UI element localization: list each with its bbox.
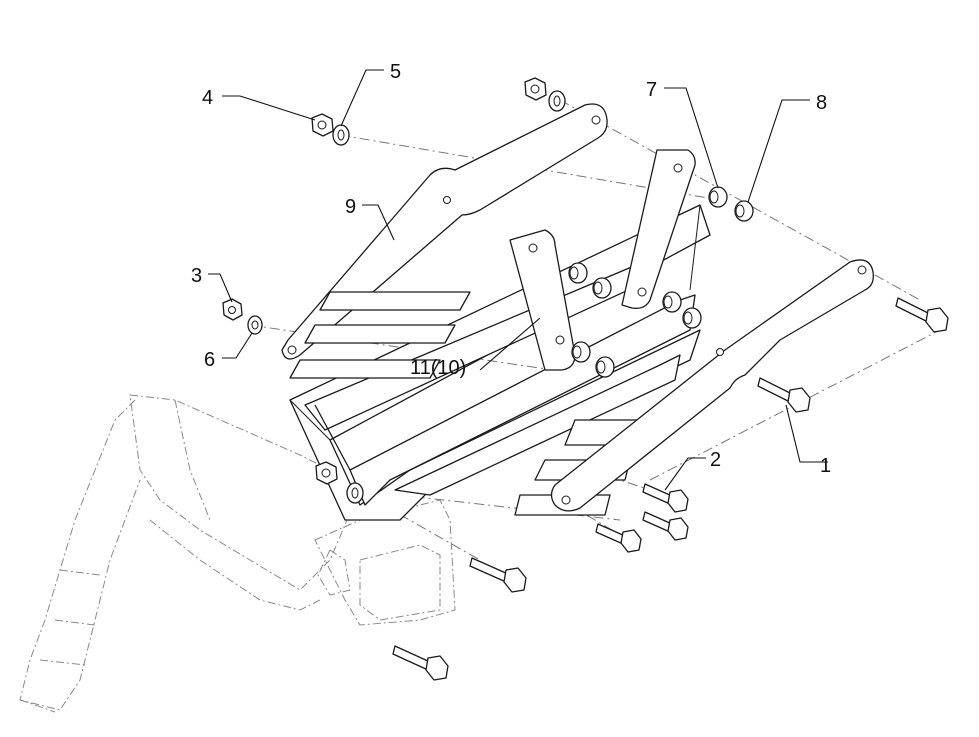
hex-bolt bbox=[895, 297, 949, 333]
hex-bolt bbox=[595, 523, 642, 553]
sleeve bbox=[592, 277, 612, 299]
callout-3: 3 bbox=[191, 265, 202, 287]
bracket-arm-right bbox=[550, 259, 874, 512]
washer bbox=[548, 90, 566, 112]
bolts bbox=[392, 297, 949, 681]
hex-nut bbox=[524, 77, 547, 101]
sleeve bbox=[568, 262, 588, 284]
callout-6: 6 bbox=[204, 349, 215, 371]
washer bbox=[247, 315, 263, 335]
callout-1: 1 bbox=[820, 455, 831, 477]
hex-bolt bbox=[469, 557, 527, 593]
sleeve bbox=[595, 356, 615, 378]
hex-bolt bbox=[392, 645, 449, 681]
hex-bolt bbox=[642, 511, 689, 541]
washer bbox=[332, 124, 350, 146]
spacer-sleeves bbox=[568, 186, 754, 378]
phantom-frame-outline bbox=[19, 394, 456, 713]
sleeve bbox=[682, 307, 702, 329]
sleeve bbox=[662, 291, 682, 313]
hex-bolt bbox=[642, 483, 689, 513]
callout-8: 8 bbox=[816, 92, 827, 114]
callout-labels: 1 2 3 4 5 6 7 8 9 11(10) bbox=[191, 61, 831, 477]
leader-lines bbox=[208, 69, 828, 491]
callout-7: 7 bbox=[646, 79, 657, 101]
sleeve bbox=[571, 341, 591, 363]
callout-2: 2 bbox=[710, 449, 721, 471]
sleeve bbox=[734, 200, 754, 222]
washer bbox=[346, 482, 364, 504]
callout-4: 4 bbox=[202, 87, 213, 109]
hex-nut bbox=[222, 298, 243, 321]
hex-nut bbox=[315, 461, 338, 485]
sleeve bbox=[708, 186, 728, 208]
hex-nut bbox=[311, 113, 334, 137]
callout-5: 5 bbox=[390, 61, 401, 83]
nuts-and-washers bbox=[222, 77, 566, 504]
hex-bolt bbox=[757, 377, 811, 413]
callout-9: 9 bbox=[345, 196, 356, 218]
callout-11-10: 11(10) bbox=[410, 357, 466, 379]
link-plate-right bbox=[621, 149, 696, 309]
